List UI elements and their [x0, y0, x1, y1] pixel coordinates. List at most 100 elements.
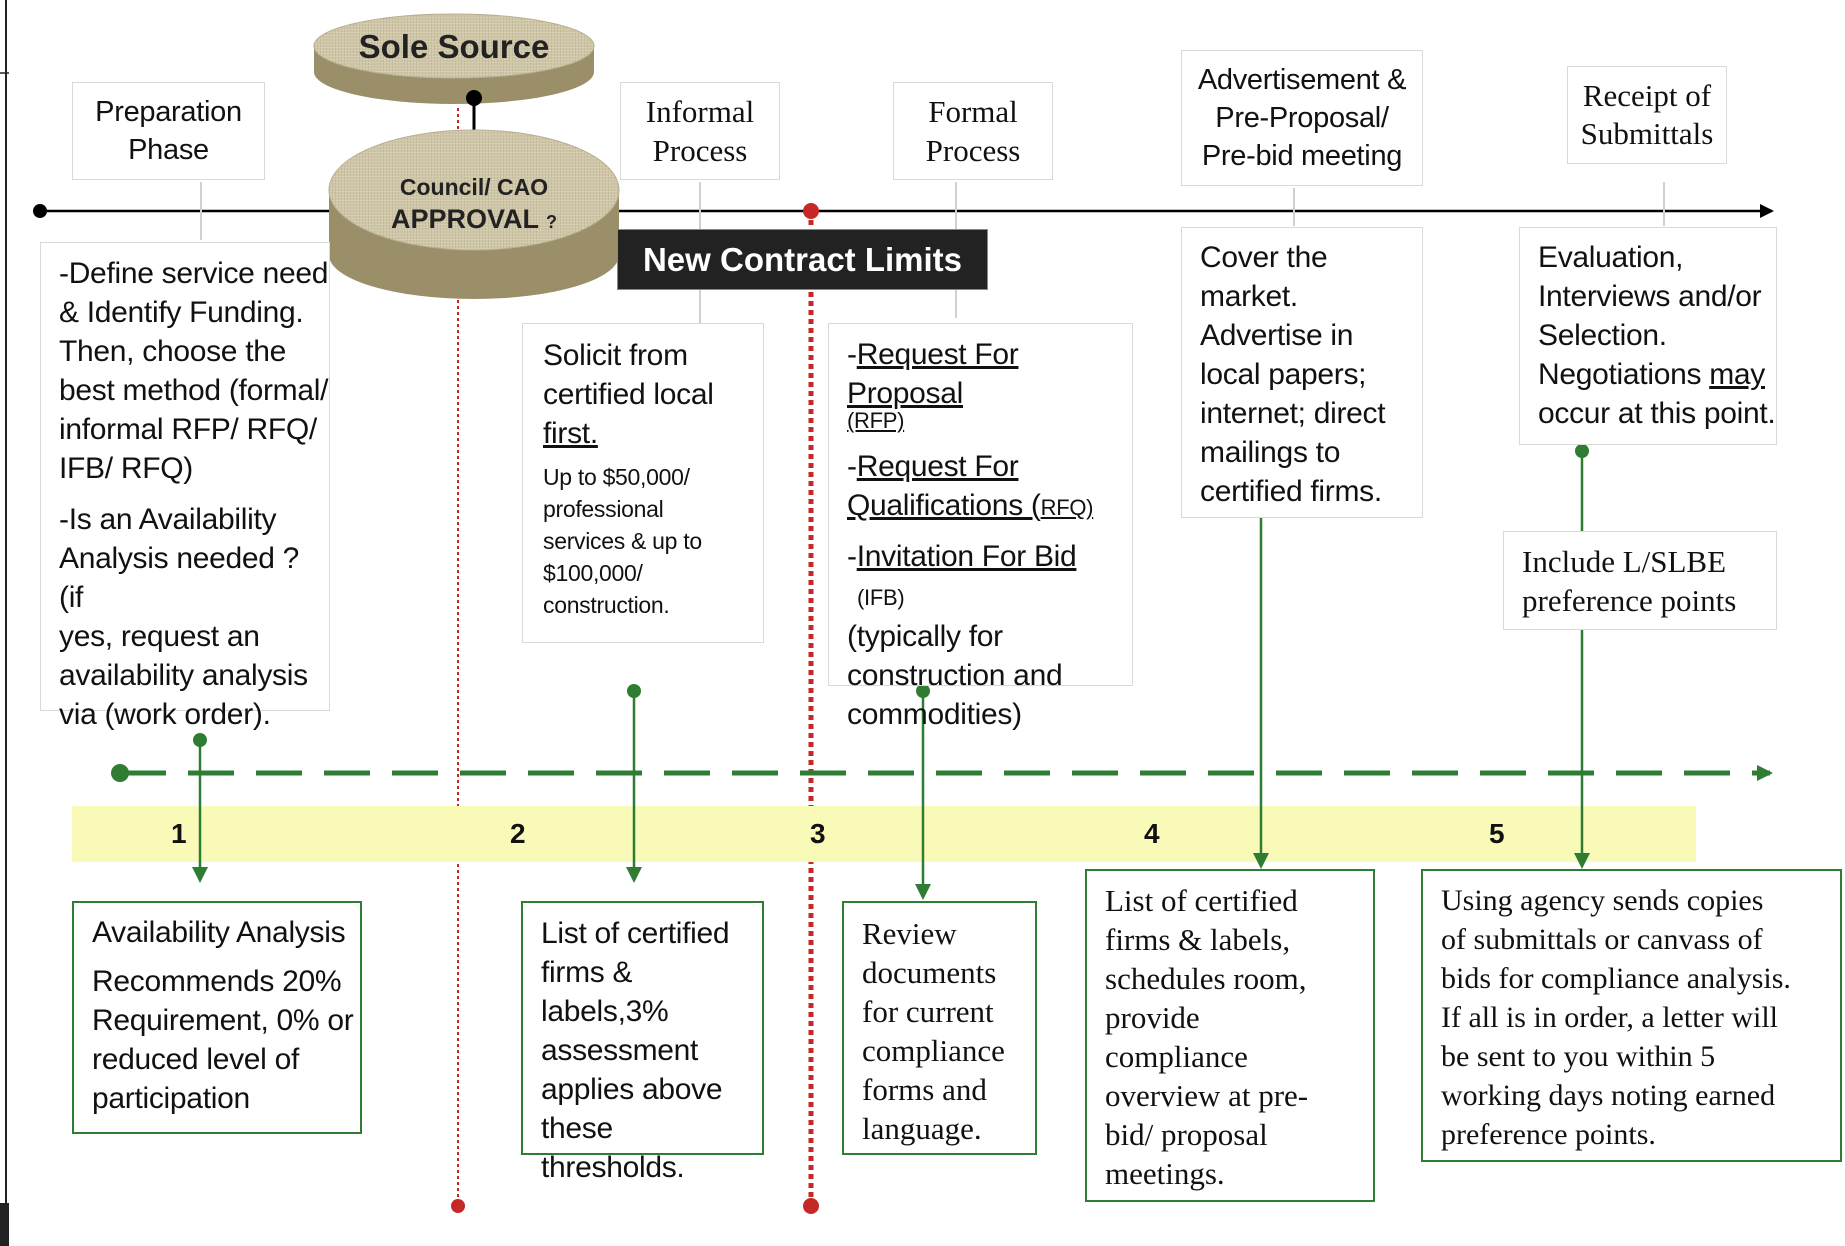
pref-line: Include L/SLBE [1522, 544, 1727, 579]
outcome-availability-analysis: Availability Analysis Recommends 20% Req… [72, 901, 362, 1134]
outcome-line: compliance [862, 1033, 1005, 1068]
prep-line: Then, choose the [59, 335, 287, 368]
ad-line: Advertise in [1200, 319, 1354, 352]
step-1: 1 [171, 818, 187, 849]
ad-line: certified firms. [1200, 475, 1382, 508]
formal-rfp: -Request For Proposal [847, 335, 1132, 413]
outcome-review-documents: Review documents for current compliance … [842, 901, 1037, 1155]
preparation-description: -Define service need & Identify Funding.… [40, 242, 330, 731]
informal-thresholds: Up to $50,000/ professional services & u… [543, 461, 763, 621]
prep-line: best method (formal/ [59, 374, 329, 407]
outcome-certified-list: List of certified firms & labels,3% asse… [521, 901, 764, 1184]
outcome-line: applies above [541, 1073, 723, 1106]
ad-line: mailings to [1200, 436, 1341, 469]
outcome-compliance-overview: List of certified firms & labels, schedu… [1085, 869, 1375, 1202]
stage-receipt-line2: Submittals [1580, 116, 1714, 151]
main-timeline [33, 204, 1774, 218]
dash: - [847, 540, 857, 573]
prep-line: & Identify Funding. [59, 296, 304, 329]
stage-receipt-line1: Receipt of [1582, 78, 1712, 113]
sole-source-label: Sole Source [314, 28, 594, 66]
prep-line: availability analysis [59, 659, 308, 692]
outcome-line: forms and [862, 1072, 987, 1107]
step-band [72, 806, 1696, 862]
rfq-label-2: Qualifications ( [847, 489, 1041, 522]
stage-informal-line1: Informal [645, 94, 755, 129]
informal-threshold-line: professional [543, 496, 664, 522]
compliance-timeline [111, 764, 1773, 782]
outcome-line: bid/ proposal [1105, 1117, 1268, 1152]
prep-line: via (work order). [59, 698, 271, 731]
step-4: 4 [1144, 818, 1160, 849]
outcome-line: meetings. [1105, 1156, 1225, 1191]
prep-line: informal RFP/ RFQ/ [59, 413, 317, 446]
formal-rfq-2: Qualifications (RFQ) [847, 486, 1132, 527]
outcome-line: schedules room, [1105, 961, 1307, 996]
stage-preparation-line2: Phase [128, 134, 209, 166]
stage-formal-line1: Formal [928, 94, 1018, 129]
new-contract-limits-red-line [803, 203, 819, 1214]
prep-line: -Is an Availability [59, 503, 277, 536]
informal-threshold-line: services & up to [543, 528, 702, 554]
outcome-line: of submittals or canvass of [1441, 923, 1763, 956]
formal-rfq: -Request For [847, 447, 1132, 486]
outcome-line: overview at pre- [1105, 1078, 1309, 1113]
stage-formal: Formal Process [893, 82, 1053, 180]
sole-source-text: Sole Source [358, 28, 550, 65]
informal-line: Solicit from [543, 339, 688, 372]
rfp-label: Request For Proposal [847, 338, 1019, 410]
availability-question: -Is an Availability Analysis needed ? (i… [59, 500, 329, 734]
ad-line: Cover the [1200, 241, 1328, 274]
preference-points-box: Include L/SLBE preference points [1503, 531, 1777, 630]
eval-line: Selection. [1538, 319, 1667, 352]
outcome-line: preference points. [1441, 1118, 1656, 1151]
formal-description: -Request For Proposal (RFP) -Request For… [828, 323, 1133, 731]
ad-line: local papers; [1200, 358, 1367, 391]
evaluation-description: Evaluation, Interviews and/or Selection.… [1519, 227, 1777, 445]
prep-line: IFB/ RFQ) [59, 452, 193, 485]
step-2: 2 [510, 818, 526, 849]
ifb-note: commodities) [847, 698, 1022, 731]
dash: - [847, 450, 857, 483]
prep-line: -Define service need [59, 257, 329, 290]
informal-threshold-line: construction. [543, 592, 670, 618]
sole-source-disc [313, 13, 595, 104]
outcome-line: If all is in order, a letter will [1441, 1001, 1779, 1034]
outcome-compliance-analysis: Using agency sends copies of submittals … [1421, 869, 1842, 1162]
eval-line: Interviews and/or [1538, 280, 1762, 313]
informal-first: first. [543, 417, 598, 450]
outcome-line: List of certified [541, 917, 730, 950]
formal-ifb: -Invitation For Bid (IFB) [847, 537, 1132, 617]
informal-threshold-line: $100,000/ [543, 560, 643, 586]
eval-negotiations: Negotiations may [1538, 355, 1776, 394]
new-contract-limits-text: New Contract Limits [642, 240, 963, 278]
stage-advertisement-line2: Pre-Proposal/ [1215, 102, 1389, 134]
step-5: 5 [1489, 818, 1505, 849]
preparation-steps: -Define service need & Identify Funding.… [59, 254, 329, 488]
new-contract-limits-banner: New Contract Limits [617, 229, 988, 290]
dash: - [847, 338, 857, 371]
neg-may: may [1709, 358, 1765, 391]
outcome-1-body: Recommends 20% Requirement, 0% or reduce… [92, 962, 360, 1118]
approval-line1: Council/ CAO [399, 174, 549, 200]
outcome-line: firms & labels, [1105, 922, 1291, 957]
outcome-line: Review [862, 916, 957, 951]
outcome-line: reduced level of [92, 1043, 300, 1076]
outcome-line: participation [92, 1082, 250, 1115]
prep-line: yes, request an [59, 620, 260, 653]
advertisement-description: Cover the market. Advertise in local pap… [1181, 227, 1423, 518]
ifb-abbr: (IFB) [857, 585, 905, 610]
rfq-abbr: RFQ) [1040, 495, 1094, 520]
outcome-line: Requirement, 0% or [92, 1004, 354, 1037]
outcome-line: Recommends 20% [92, 965, 342, 998]
neg-pre: Negotiations [1538, 358, 1710, 391]
prep-line: Analysis needed ? (if [59, 542, 300, 614]
left-edge-block [0, 1203, 9, 1246]
outcome-line: List of certified [1105, 883, 1298, 918]
stage-advertisement-line1: Advertisement & [1197, 64, 1407, 96]
step-3: 3 [810, 818, 826, 849]
approval-label: Council/ CAO APPROVAL ? [329, 172, 619, 239]
stage-preparation-line1: Preparation [95, 96, 242, 128]
stage-advertisement: Advertisement & Pre-Proposal/ Pre-bid me… [1181, 50, 1423, 186]
